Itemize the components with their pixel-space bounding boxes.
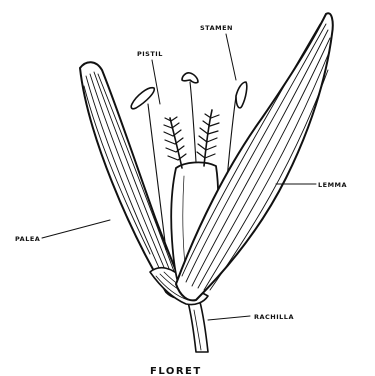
- label-rachilla: RACHILLA: [254, 313, 294, 321]
- rachilla-leader: [208, 316, 250, 320]
- palea-leader: [42, 220, 110, 238]
- label-stamen: STAMEN: [200, 24, 233, 32]
- stamen-center: [182, 73, 198, 162]
- label-lemma: LEMMA: [318, 181, 347, 189]
- stamen-leader: [226, 34, 236, 80]
- pistil-leader: [152, 60, 160, 104]
- stigma-left: [164, 117, 186, 168]
- figure-title: FLORET: [150, 366, 202, 376]
- label-palea: PALEA: [15, 235, 40, 243]
- lemma: [176, 13, 333, 300]
- rachilla-stalk: [188, 302, 208, 352]
- palea: [80, 62, 186, 298]
- label-pistil: PISTIL: [137, 50, 163, 58]
- stigma-right: [197, 110, 219, 166]
